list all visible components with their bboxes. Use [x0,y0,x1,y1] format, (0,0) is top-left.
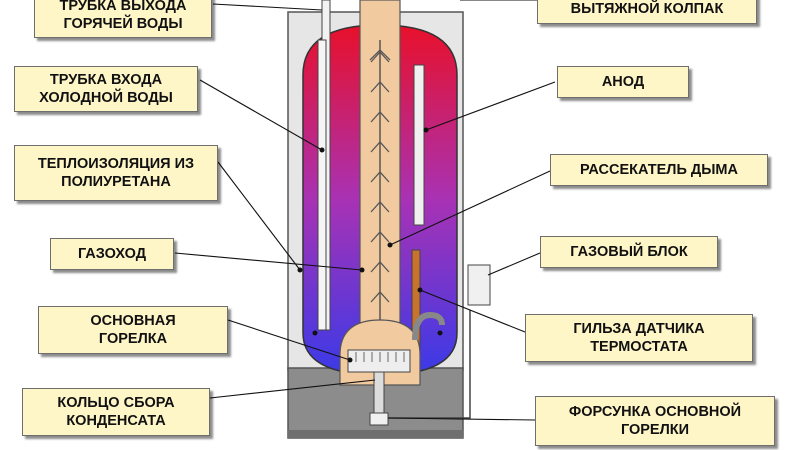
leader-dots [297,127,443,363]
label-text: ГОРЯЧЕЙ ВОДЫ [63,16,183,32]
label-main-burner: ОСНОВНАЯ ГОРЕЛКА [38,306,228,354]
burner-slots [355,352,405,362]
label-insulation: ТЕПЛОИЗОЛЯЦИЯ ИЗ ПОЛИУРЕТАНА [14,145,218,201]
pilot-tube [412,311,445,341]
label-text: ПОЛИУРЕТАНА [61,174,171,190]
label-text: ГИЛЬЗА ДАТЧИКА [573,321,705,337]
label-hot-water-outlet: ТРУБКА ВЫХОДА ГОРЯЧЕЙ ВОДЫ [34,0,212,38]
label-text: ТРУБКА ВЫХОДА [59,0,187,14]
anode [413,64,425,226]
smoke-baffle-chevrons [369,49,391,61]
label-text: АНОД [601,74,645,90]
label-text: ГОРЕЛКА [98,331,168,347]
label-cold-water-inlet: ТРУБКА ВХОДА ХОЛОДНОЙ ВОДЫ [14,66,198,112]
label-text: ТЕРМОСТАТА [590,339,688,355]
label-text: ТРУБКА ВХОДА [49,72,163,88]
label-text: ГОРЕЛКИ [620,422,690,438]
label-smoke-baffle: РАССЕКАТЕЛЬ ДЫМА [550,154,768,186]
label-draft-hood: ВЫТЯЖНОЙ КОЛПАК [537,0,757,24]
gas-block [467,264,491,306]
cold-water-pipe [317,39,327,331]
label-text: ОСНОВНАЯ [90,313,176,329]
label-text: РАССЕКАТЕЛЬ ДЫМА [580,162,738,178]
main-burner [347,349,411,373]
burner-nozzle [373,371,385,418]
label-text: КОНДЕНСАТА [66,413,166,429]
smoke-baffle-marks [370,51,390,303]
leader-lines [174,0,556,421]
label-main-burner-nozzle: ФОРСУНКА ОСНОВНОЙ ГОРЕЛКИ [535,396,775,446]
label-text: ВЫТЯЖНОЙ КОЛПАК [570,1,724,17]
label-flue: ГАЗОХОД [50,238,174,270]
label-text: КОЛЬЦО СБОРА [57,395,175,411]
label-text: ХОЛОДНОЙ ВОДЫ [39,90,173,106]
base-shadow [288,430,463,438]
label-text: ФОРСУНКА ОСНОВНОЙ [568,404,742,420]
label-text: ГАЗОХОД [77,246,147,262]
label-condensate-ring: КОЛЬЦО СБОРА КОНДЕНСАТА [22,388,210,436]
label-gas-block: ГАЗОВЫЙ БЛОК [540,236,718,268]
label-anode: АНОД [557,66,689,98]
label-thermostat-well: ГИЛЬЗА ДАТЧИКА ТЕРМОСТАТА [525,314,753,362]
label-text: ТЕПЛОИЗОЛЯЦИЯ ИЗ [37,156,195,172]
nozzle-fitting [369,412,389,426]
label-text: ГАЗОВЫЙ БЛОК [570,244,688,260]
